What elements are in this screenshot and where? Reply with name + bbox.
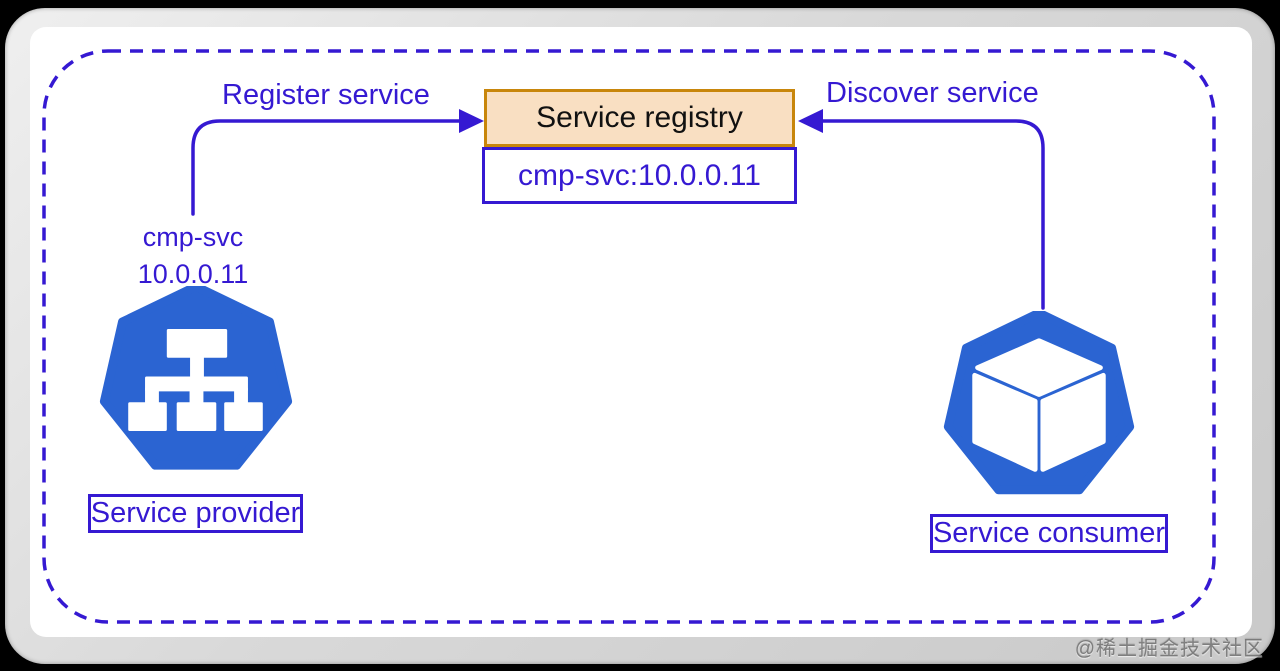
provider-service-name: cmp-svc — [142, 222, 244, 252]
service-provider-label: Service provider — [90, 497, 301, 529]
service-registry-box: Service registry — [484, 89, 795, 147]
discover-arrowhead-icon — [798, 109, 823, 133]
watermark-text: @稀土掘金技术社区 — [1074, 638, 1264, 660]
registry-entry-text: cmp-svc:10.0.0.11 — [518, 158, 761, 192]
service-consumer-box: Service consumer — [930, 514, 1168, 553]
discover-arrow — [798, 109, 1045, 310]
register-arrow — [191, 109, 484, 216]
kubernetes-service-tree-icon — [99, 286, 293, 470]
kubernetes-pod-cube-icon — [943, 311, 1135, 495]
registry-entry-box: cmp-svc:10.0.0.11 — [482, 147, 797, 204]
service-registry-title: Service registry — [536, 101, 743, 134]
service-provider-box: Service provider — [88, 494, 303, 533]
provider-caption: cmp-svc 10.0.0.11 — [113, 219, 273, 293]
dashed-boundary — [42, 49, 1216, 624]
service-tree-glyph — [128, 329, 263, 431]
discover-service-label: Discover service — [826, 77, 1039, 109]
register-service-label: Register service — [222, 79, 430, 111]
pod-cube-glyph — [972, 338, 1106, 472]
service-consumer-label: Service consumer — [932, 517, 1166, 549]
register-arrowhead-icon — [459, 109, 484, 133]
provider-service-ip: 10.0.0.11 — [137, 259, 249, 289]
